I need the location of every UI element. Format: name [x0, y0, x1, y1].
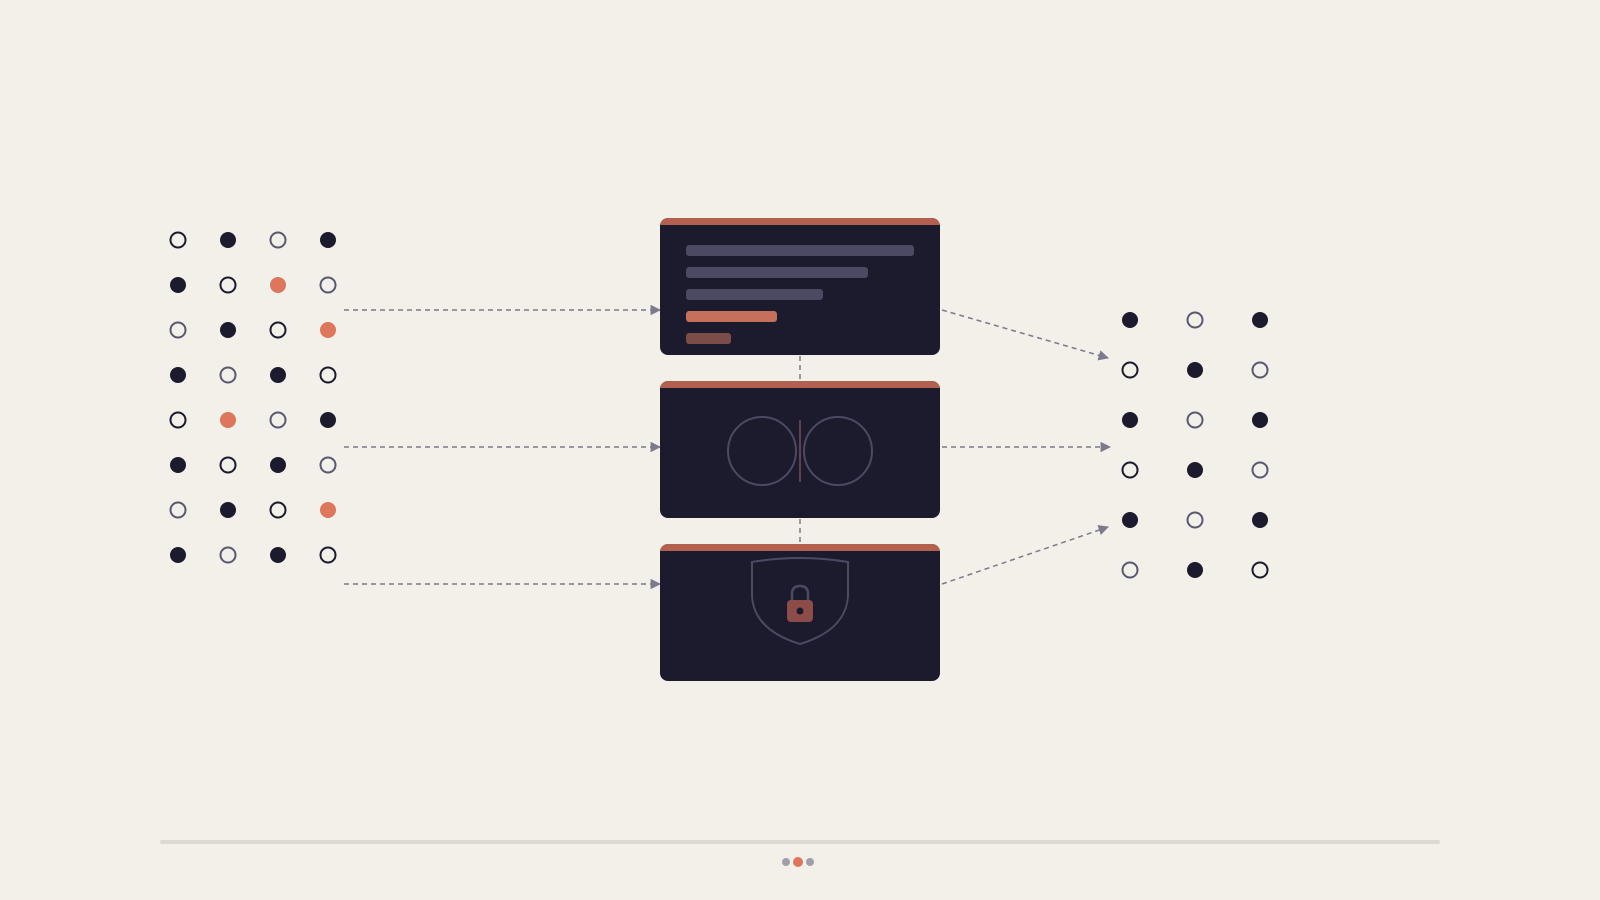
- muted-ring-dot: [1251, 461, 1269, 479]
- ring-dot: [219, 276, 237, 294]
- output-arrow: [941, 309, 1110, 361]
- filled-dot: [1252, 312, 1268, 328]
- accent-dot: [320, 322, 336, 338]
- ring-dot: [169, 411, 187, 429]
- footer-divider: [160, 840, 1440, 844]
- ring-dot: [319, 366, 337, 384]
- muted-ring-dot: [1251, 361, 1269, 379]
- muted-ring-dot: [1121, 561, 1139, 579]
- ring-dot: [269, 321, 287, 339]
- filled-dot: [220, 502, 236, 518]
- ring-dot: [1251, 561, 1269, 579]
- filled-dot: [270, 457, 286, 473]
- ring-dot: [319, 546, 337, 564]
- shield-icon: [751, 557, 849, 646]
- left-dot-grid: [169, 231, 337, 564]
- muted-ring-dot: [319, 276, 337, 294]
- filled-dot: [1252, 412, 1268, 428]
- muted-ring-dot: [269, 411, 287, 429]
- filled-dot: [270, 367, 286, 383]
- muted-ring-dot: [319, 456, 337, 474]
- text-line: [686, 245, 914, 256]
- card-accent-bar: [660, 381, 940, 388]
- filled-dot: [170, 457, 186, 473]
- ring-dot: [219, 456, 237, 474]
- text-line: [686, 267, 868, 278]
- pager-dot-active[interactable]: [793, 857, 803, 867]
- muted-ring-dot: [269, 231, 287, 249]
- filled-dot: [170, 277, 186, 293]
- filled-dot: [1187, 362, 1203, 378]
- left-circle: [727, 416, 797, 486]
- right-dot-grid: [1121, 311, 1269, 579]
- card-accent-bar: [660, 544, 940, 551]
- filled-dot: [320, 412, 336, 428]
- filled-dot: [270, 547, 286, 563]
- shield-lock-icon: [751, 557, 849, 646]
- ring-dot: [269, 501, 287, 519]
- muted-ring-dot: [169, 321, 187, 339]
- arrow-group: [344, 304, 1112, 590]
- accent-dot: [320, 502, 336, 518]
- filled-dot: [1187, 462, 1203, 478]
- right-circle: [803, 416, 873, 486]
- filled-dot: [1187, 562, 1203, 578]
- compare-card: [660, 381, 940, 518]
- filled-dot: [220, 232, 236, 248]
- ring-dot: [1121, 361, 1139, 379]
- pager-dot[interactable]: [782, 858, 790, 866]
- ring-dot: [1121, 461, 1139, 479]
- filled-dot: [220, 322, 236, 338]
- filled-dot: [1122, 312, 1138, 328]
- accent-dot: [220, 412, 236, 428]
- muted-ring-dot: [219, 366, 237, 384]
- security-card: [660, 544, 940, 681]
- filled-dot: [170, 367, 186, 383]
- lock-shackle: [790, 584, 810, 600]
- document-card: [660, 218, 940, 355]
- card-accent-bar: [660, 218, 940, 225]
- ring-dot: [169, 231, 187, 249]
- muted-ring-dot: [169, 501, 187, 519]
- filled-dot: [1122, 412, 1138, 428]
- output-arrow: [941, 525, 1109, 585]
- muted-ring-dot: [1186, 511, 1204, 529]
- highlight-line: [686, 311, 777, 322]
- accent-dot: [270, 277, 286, 293]
- lock-keyhole: [796, 607, 804, 615]
- muted-ring-dot: [1186, 411, 1204, 429]
- filled-dot: [1252, 512, 1268, 528]
- muted-ring-dot: [1186, 311, 1204, 329]
- filled-dot: [170, 547, 186, 563]
- filled-dot: [1122, 512, 1138, 528]
- highlight-line-short: [686, 333, 731, 344]
- pager-dot[interactable]: [806, 858, 814, 866]
- muted-ring-dot: [219, 546, 237, 564]
- filled-dot: [320, 232, 336, 248]
- text-line: [686, 289, 823, 300]
- two-circles-icon: [727, 416, 873, 486]
